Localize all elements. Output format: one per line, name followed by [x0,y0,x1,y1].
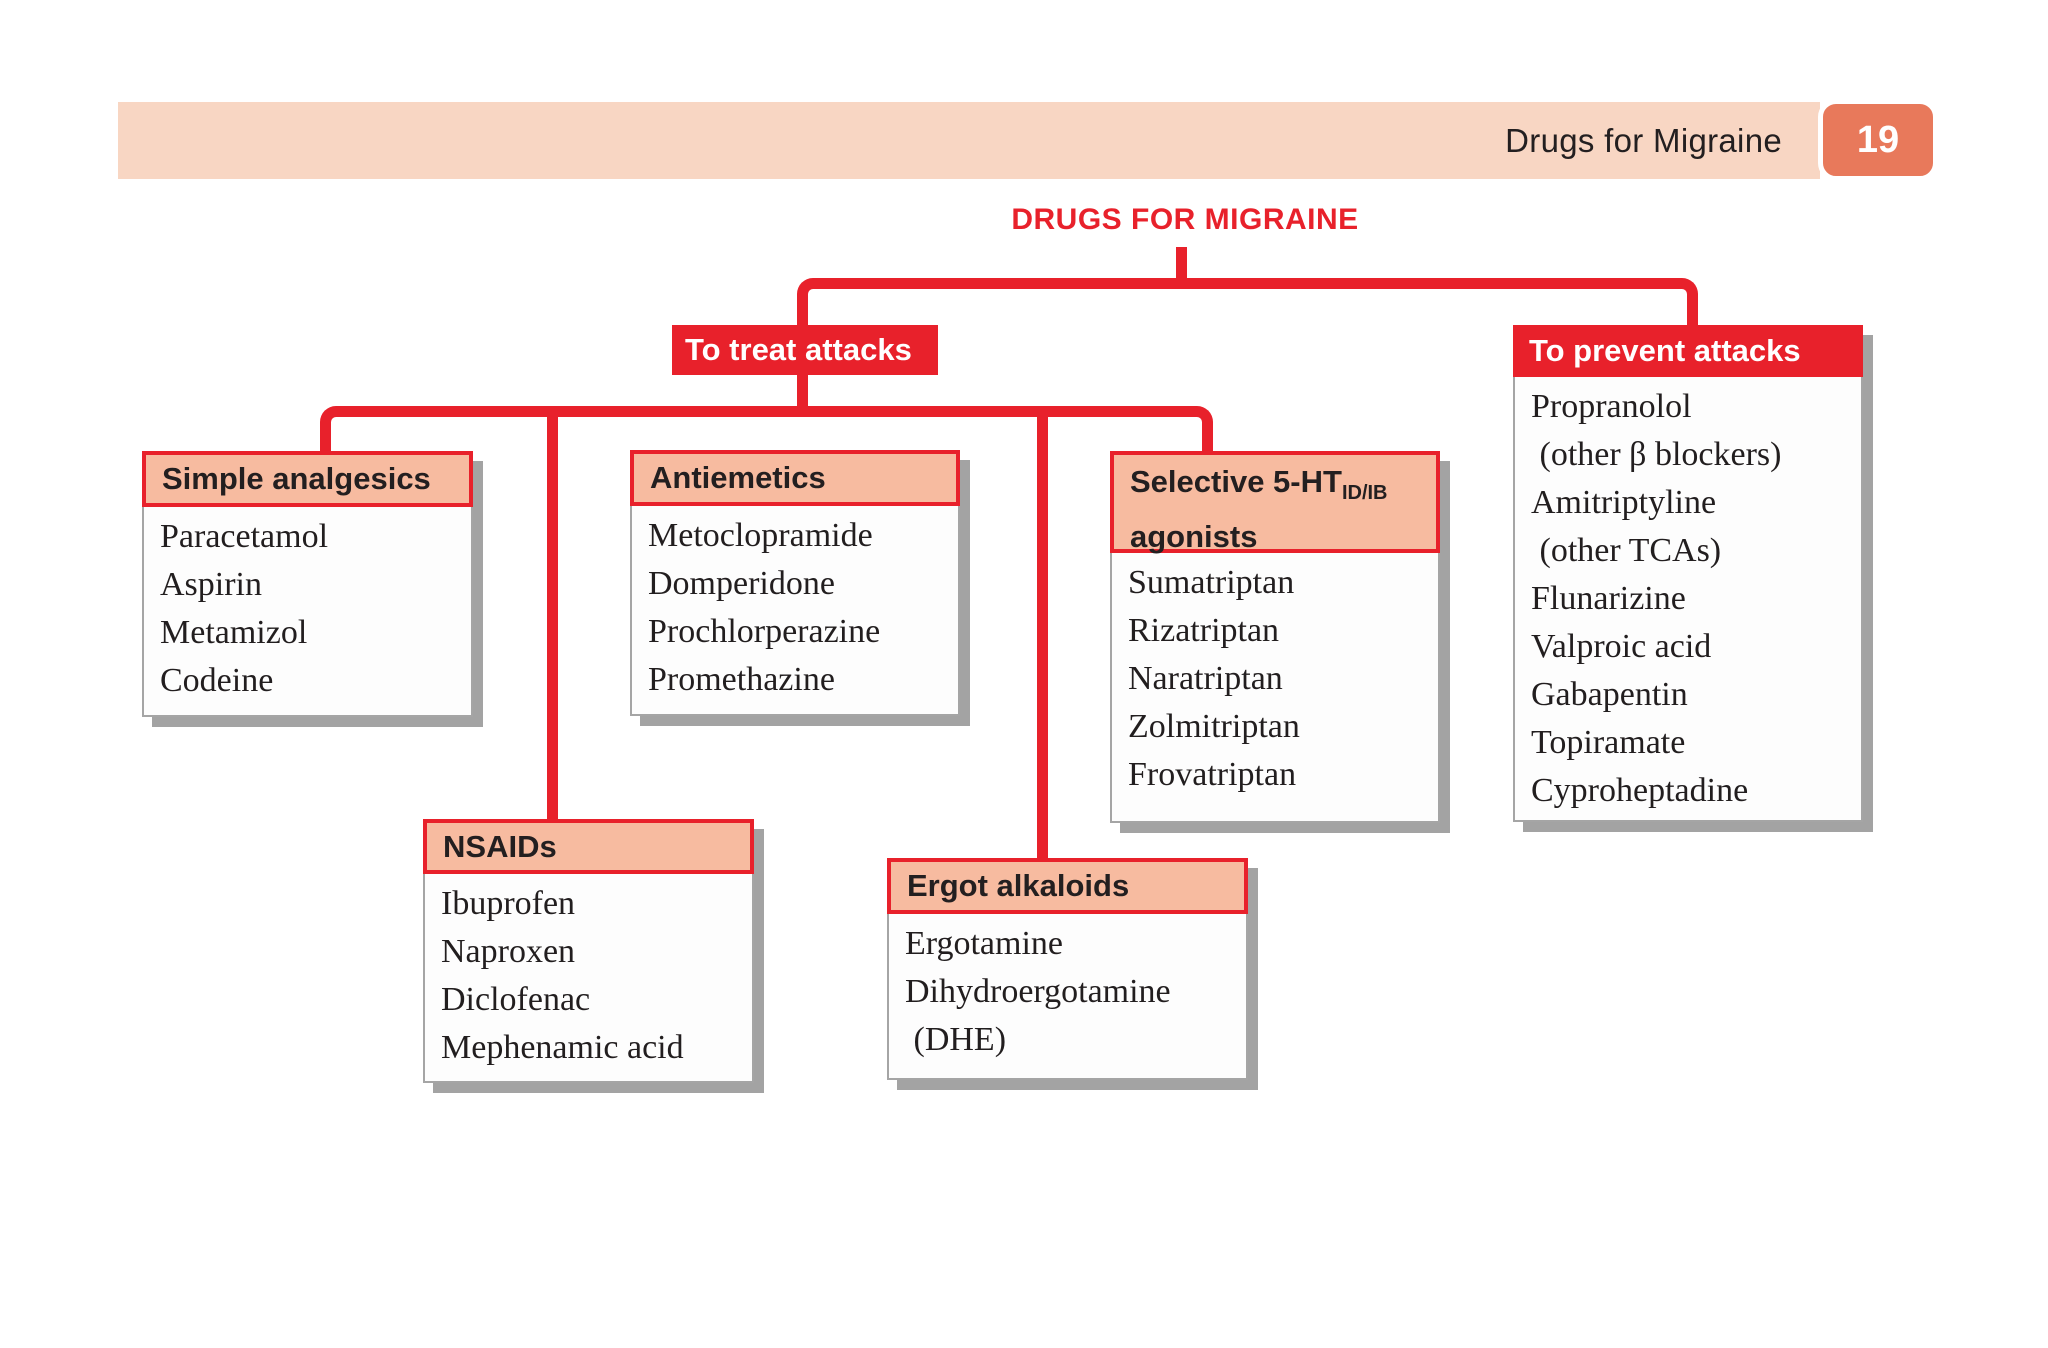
label-main: Selective 5-HT [1130,464,1342,499]
list-item: Dihydroergotamine [905,973,1171,1010]
list-item: Topiramate [1531,724,1686,761]
connector-level1-rail [797,278,1698,332]
list-item: Cyproheptadine [1531,772,1749,809]
list-item: (other β blockers) [1531,436,1782,473]
label-subscript: ID/IB [1341,482,1388,504]
connector-drop-nsaids [547,412,558,824]
list-item: Prochlorperazine [648,613,881,650]
list-item: Diclofenac [441,981,591,1018]
list-item: Gabapentin [1531,676,1688,713]
branch-to-treat-attacks: To treat attacks [672,325,938,375]
list-item: Aspirin [160,566,262,603]
list-item: Metoclopramide [648,517,873,554]
list-item: Valproic acid [1531,628,1712,665]
list-item: (other TCAs) [1531,532,1722,569]
branch-to-prevent-attacks: To prevent attacks Propranolol (other β … [1513,325,1863,822]
list-item: Amitriptyline [1531,484,1717,521]
diagram-title: DRUGS FOR MIGRAINE [1011,203,1359,236]
connector-title-stub [1176,247,1187,285]
list-item: Flunarizine [1531,580,1686,617]
list-item: Domperidone [648,565,835,602]
list-item: Propranolol [1531,388,1692,425]
list-item: Sumatriptan [1128,564,1295,601]
list-item: (DHE) [905,1021,1007,1058]
list-item: Promethazine [648,661,835,698]
connector-level2-rail [320,406,1213,458]
list-item: Mephenamic acid [441,1029,684,1066]
list-item: Naratriptan [1128,660,1283,697]
list-item: Metamizol [160,614,308,651]
list-item: Paracetamol [160,518,329,555]
group-simple-analgesics-label: Simple analgesics [142,451,473,507]
branch-to-prevent-attacks-label: To prevent attacks [1513,325,1863,377]
page-number-badge: 19 [1818,99,1938,181]
connector-treat-feed [797,370,808,415]
label-line2: agonists [1130,519,1258,554]
group-selective-5ht-agonists-label: Selective 5-HTID/IB agonists [1110,451,1440,554]
page-header-bar: Drugs for Migraine [118,102,1820,179]
list-item: Naproxen [441,933,576,970]
group-ergot-alkaloids-label: Ergot alkaloids [887,858,1248,914]
page-header-title: Drugs for Migraine [1505,121,1782,159]
connector-drop-ergot [1037,412,1048,864]
list-item: Rizatriptan [1128,612,1280,649]
list-item: Codeine [160,662,274,699]
list-item: Ergotamine [905,925,1063,962]
list-item: Zolmitriptan [1128,708,1300,745]
list-item: Ibuprofen [441,885,576,922]
group-antiemetics-label: Antiemetics [630,450,960,506]
list-item: Frovatriptan [1128,756,1297,793]
group-nsaids-label: NSAIDs [423,819,754,874]
prevent-drug-list: Propranolol (other β blockers) Amitriptyl… [1513,377,1863,822]
